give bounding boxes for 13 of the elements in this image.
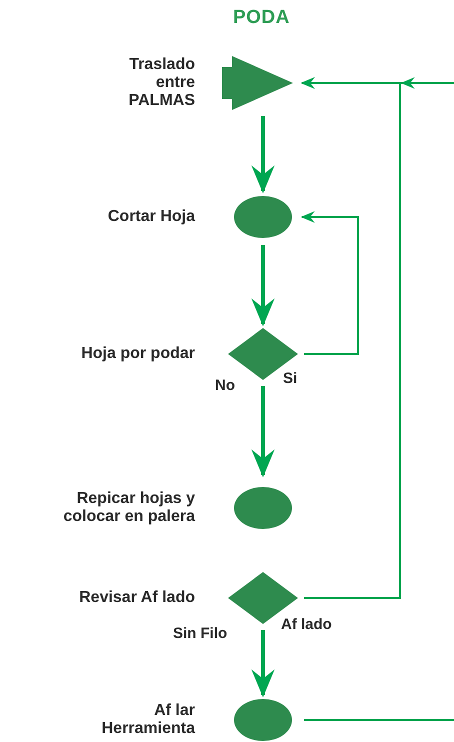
step-label: Hoja por podar xyxy=(81,345,195,363)
arrow xyxy=(301,77,454,89)
step-label: Traslado entre PALMAS xyxy=(128,56,195,110)
arrow xyxy=(251,386,275,478)
step-label: Cortar Hoja xyxy=(108,208,195,226)
arrow xyxy=(251,116,275,194)
step-label: Repicar hojas y colocar en palera xyxy=(62,490,195,526)
step-label: Revisar Af lado xyxy=(79,589,195,607)
title: PODA xyxy=(233,6,290,30)
step-label: Af lar Herramienta xyxy=(100,702,195,738)
arrow xyxy=(251,630,275,698)
arrow xyxy=(300,211,359,355)
arrow xyxy=(251,245,275,326)
